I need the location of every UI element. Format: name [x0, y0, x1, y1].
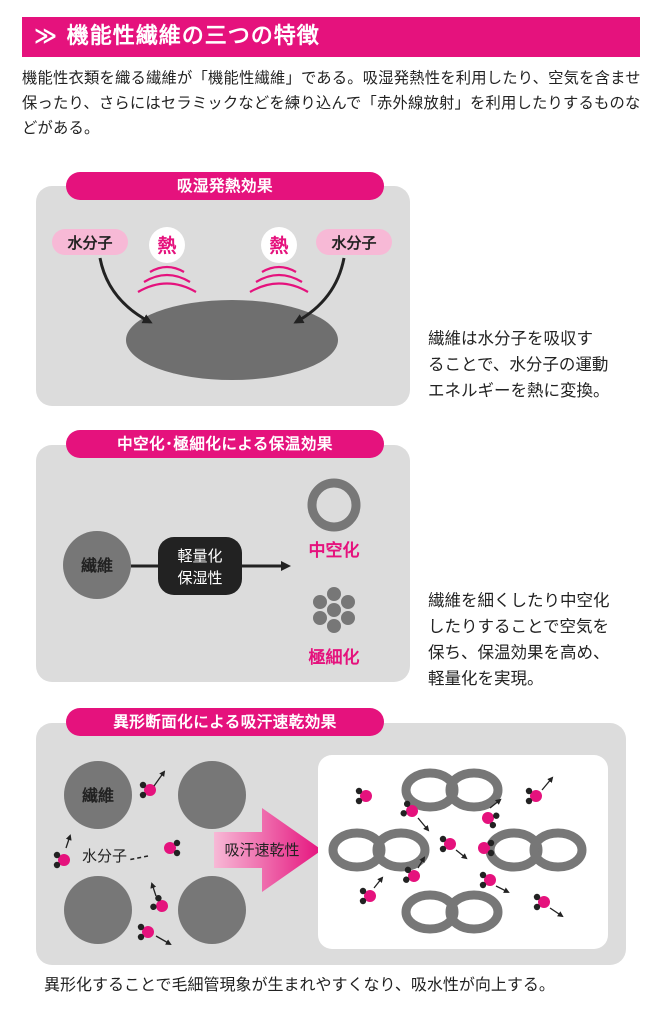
water-molecules-right — [355, 776, 564, 918]
section2-title: 中空化･極細化による保温効果 — [66, 430, 384, 458]
fiber-ellipse — [126, 300, 338, 380]
hollow-fiber-icon — [307, 478, 361, 532]
heat-label-left: 熱 — [157, 234, 176, 257]
section3-title: 異形断面化による吸汗速乾効果 — [66, 708, 384, 736]
heat-badge-left: 熱 — [149, 227, 185, 263]
water-label-3: 水分子 — [82, 847, 127, 865]
section3-note: 異形化することで毛細管現象が生まれやすくなり、吸水性が向上する。 — [44, 975, 555, 994]
section2-note-line: したりすることで空気を — [428, 617, 610, 636]
page-title: 機能性繊維の三つの特徴 — [66, 24, 320, 49]
water-pill-left: 水分子 — [52, 229, 128, 255]
process-line1: 軽量化 — [177, 547, 222, 565]
section1-title: 吸湿発熱効果 — [66, 172, 384, 200]
section2-note-line: 軽量化を実現。 — [428, 669, 544, 688]
arrow-label: 吸汗速乾性 — [224, 841, 299, 859]
water-leader-line — [127, 855, 149, 861]
section2-note: 繊維を細くしたり中空化 したりすることで空気を 保ち、保温効果を高め、 軽量化を… — [428, 588, 652, 692]
heat-badge-right: 熱 — [261, 227, 297, 263]
water-pill-right: 水分子 — [316, 229, 392, 255]
section1-note-line: 繊維は水分子を吸収す — [428, 329, 593, 348]
sweat-dry-arrow — [214, 808, 322, 892]
fiber-group-left — [64, 761, 246, 944]
fiber-label: 繊維 — [81, 556, 113, 575]
section2-note-line: 繊維を細くしたり中空化 — [428, 591, 610, 610]
water-label-left: 水分子 — [67, 234, 112, 252]
fine-fiber-cluster-icon — [313, 587, 355, 633]
section1-note: 繊維は水分子を吸収す ることで、水分子の運動 エネルギーを熱に変換。 — [428, 326, 652, 404]
section1-note-line: エネルギーを熱に変換。 — [428, 381, 610, 400]
profile-fibers — [328, 768, 587, 934]
hollow-label: 中空化 — [309, 540, 360, 561]
heat-waves-left-icon — [137, 265, 197, 293]
water-label-right: 水分子 — [331, 234, 376, 252]
section2-note-line: 保ち、保温効果を高め、 — [428, 643, 610, 662]
arrow-water-left — [98, 257, 153, 324]
arrow-water-right — [293, 257, 346, 324]
fine-label: 極細化 — [309, 647, 360, 668]
water-molecules-left — [53, 770, 181, 945]
fiber-circle: 繊維 — [63, 531, 131, 599]
profile-fiber-box — [318, 755, 608, 949]
process-box: 軽量化 保湿性 — [158, 537, 242, 595]
section1-note-line: ることで、水分子の運動 — [428, 355, 609, 374]
fiber-label-3: 繊維 — [82, 786, 114, 805]
process-line2: 保湿性 — [177, 569, 222, 587]
section-header: ≫ 機能性繊維の三つの特徴 — [22, 17, 640, 57]
heat-label-right: 熱 — [269, 234, 288, 257]
heat-waves-right-icon — [249, 265, 309, 293]
intro-text: 機能性衣類を織る繊維が「機能性繊維」である。吸湿発熱性を利用したり、空気を含ませ… — [22, 69, 641, 137]
double-chevron-right-icon: ≫ — [34, 24, 59, 49]
